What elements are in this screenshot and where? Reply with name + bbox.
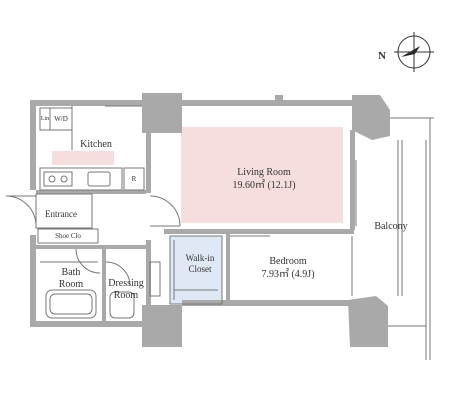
compass-north-label: N — [378, 50, 386, 62]
refrigerator-label: R — [131, 175, 137, 183]
bedroom-name: Bedroom — [269, 256, 307, 267]
walk-in-closet-highlight — [170, 236, 222, 304]
dressing-room-label-2: Room — [113, 290, 139, 301]
living-room-name: Living Room — [237, 167, 291, 178]
linen-label: Lin — [40, 116, 50, 122]
interior-lines — [5, 105, 434, 360]
structural-walls — [30, 93, 390, 347]
kitchen-highlight — [52, 151, 114, 165]
compass-icon — [394, 32, 434, 72]
living-room-area: 19.60㎡ (12.1J) — [232, 180, 296, 191]
bath-room-label-1: Bath — [61, 267, 81, 278]
dressing-room-label-1: Dressing — [108, 278, 144, 289]
living-room-highlight — [181, 127, 343, 223]
walk-in-closet-label-1: Walk-in — [185, 253, 215, 263]
balcony-label: Balcony — [374, 221, 408, 232]
kitchen-label: Kitchen — [80, 139, 112, 150]
bedroom-area: 7.93㎡ (4.9J) — [261, 269, 315, 280]
bath-room-label-2: Room — [58, 279, 84, 290]
shoe-closet-label: Shoe Clo — [55, 232, 81, 240]
entrance-label: Entrance — [45, 209, 77, 219]
washer-dryer-label: W/D — [54, 115, 68, 123]
walk-in-closet-label-2: Closet — [188, 264, 212, 274]
